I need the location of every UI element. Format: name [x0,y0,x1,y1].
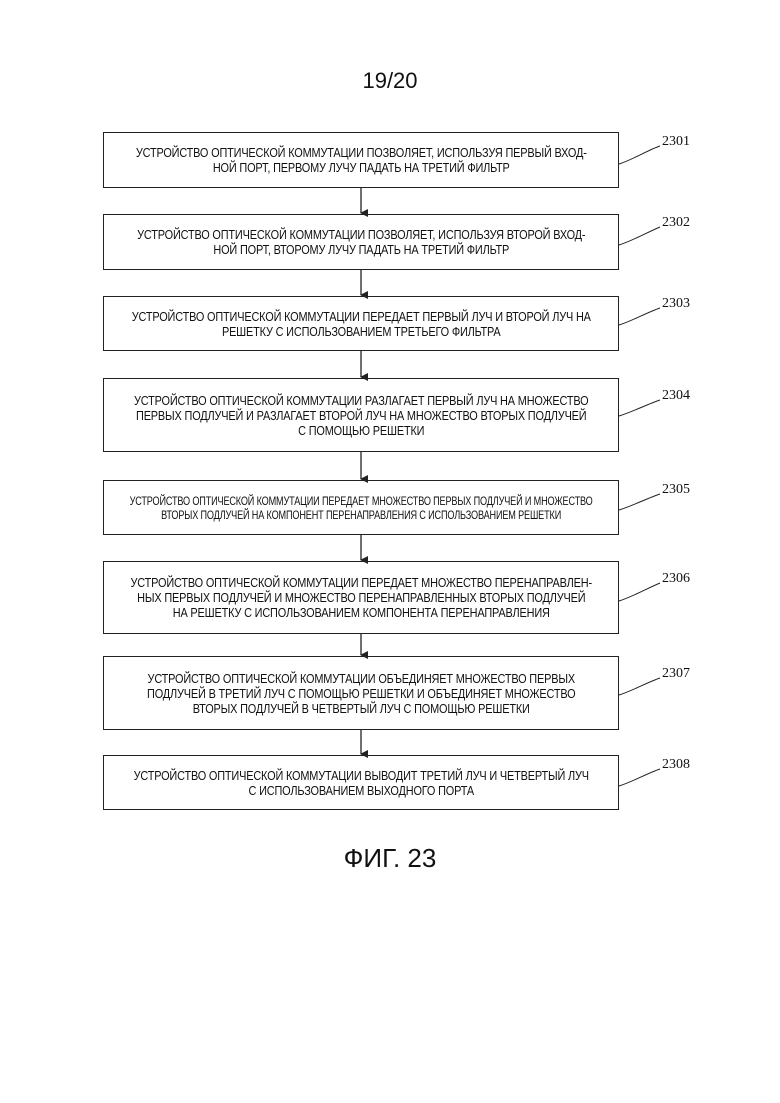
leader-line [619,678,660,695]
figure-caption: ФИГ. 23 [0,843,780,874]
leader-line [619,308,660,325]
leader-line [619,400,660,416]
leader-line [619,227,660,245]
leader-line [619,494,660,510]
leader-line [619,146,660,164]
leader-line [619,769,660,786]
leader-line [619,583,660,601]
